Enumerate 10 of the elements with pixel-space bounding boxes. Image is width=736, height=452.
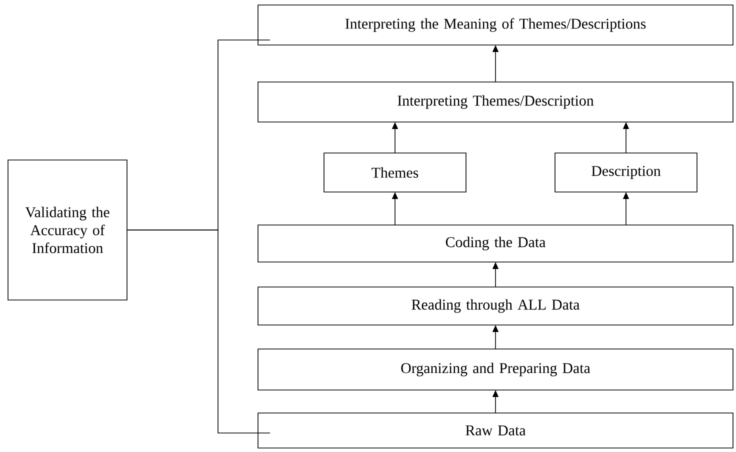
process-box: Themes — [324, 152, 466, 192]
process-box: Description — [554, 152, 698, 192]
bracket-line — [127, 230, 270, 434]
side-box: Validating the Accuracy of Information — [8, 160, 128, 300]
process-box: Coding the Data — [258, 224, 734, 262]
process-box: Interpreting Themes/Description — [258, 82, 734, 122]
process-box: Reading through ALL Data — [258, 286, 734, 326]
process-box: Interpreting the Meaning of Themes/Descriptions — [258, 4, 734, 46]
process-box: Organizing and Preparing Data — [258, 348, 734, 390]
process-box: Raw Data — [258, 412, 734, 448]
